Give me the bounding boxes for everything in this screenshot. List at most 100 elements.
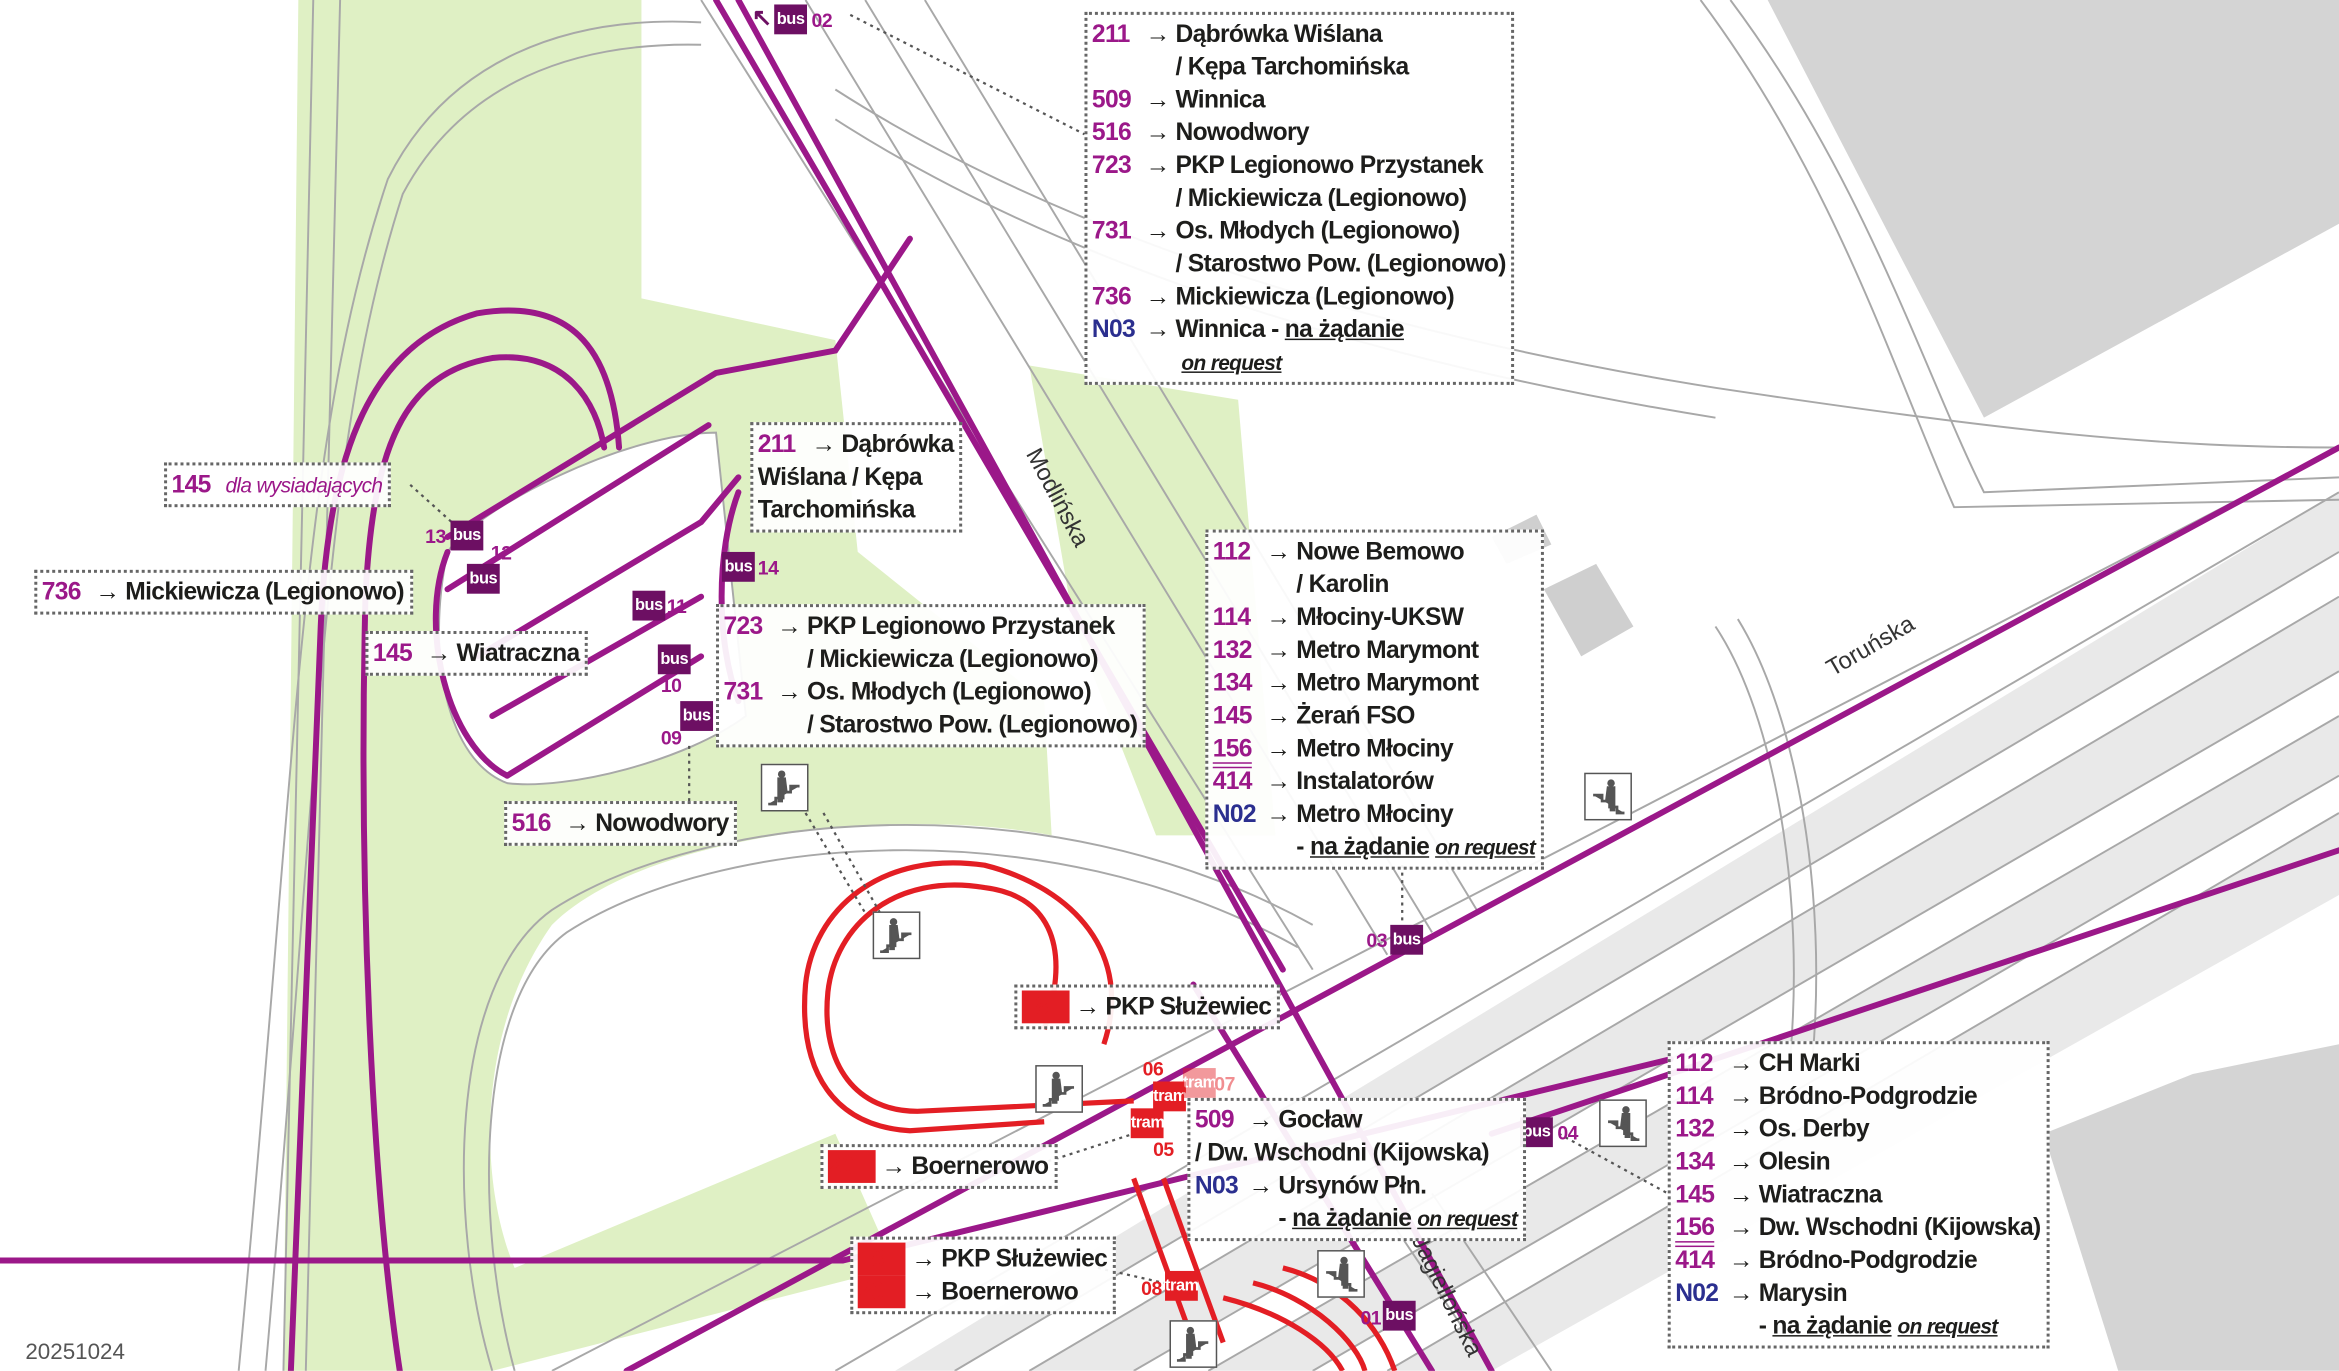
departures-box-stop-11: 145→Wiatraczna: [365, 630, 589, 676]
departure-line: / Dw. Wschodni (Kijowska): [1195, 1137, 1517, 1170]
bus-stop-11[interactable]: bus: [632, 590, 666, 621]
destination-name: Bródno-Podgrodzie: [1758, 1082, 1978, 1110]
building-block: [2043, 1044, 2339, 1371]
destination-name: Os. Młodych (Legionowo): [1175, 217, 1460, 245]
departure-line: 20→Boernerowo: [857, 1275, 1107, 1309]
destination-name: Dąbrówka Wiślana: [1175, 20, 1382, 48]
bus-stop-10[interactable]: bus: [657, 644, 691, 675]
destination-name: / Starostwo Pow. (Legionowo): [807, 711, 1138, 739]
on-request-note-en: on request: [1435, 835, 1536, 860]
bus-stop-13[interactable]: bus: [450, 520, 484, 551]
route-number: 509: [1091, 86, 1132, 114]
stop-number-10: 10: [660, 674, 682, 697]
arrow-icon: →: [911, 1278, 936, 1306]
arrow-icon: →: [777, 678, 802, 706]
route-number: 414: [1675, 1247, 1715, 1274]
destination-name: Nowodwory: [1175, 119, 1309, 147]
on-request-note-en: on request: [1417, 1206, 1518, 1231]
departure-line: Tarchomińska: [758, 494, 954, 527]
departure-line: N03→Winnica - na żądanie: [1092, 313, 1506, 346]
route-number: 134: [1212, 669, 1253, 697]
route-number: 145: [1212, 702, 1253, 730]
arrow-icon: →: [1728, 1082, 1754, 1110]
tram-stop-07[interactable]: tram: [1182, 1068, 1217, 1098]
destination-name: Ursynów Płn.: [1278, 1172, 1427, 1200]
arrow-icon: →: [777, 613, 802, 640]
arrow-icon: →: [1145, 283, 1171, 311]
stop-number-06: 06: [1142, 1057, 1164, 1080]
tram-stop-08[interactable]: tram: [1165, 1270, 1199, 1301]
arrow-icon: →: [881, 1153, 907, 1180]
bus-route-line: [623, 444, 2339, 1371]
departure-line: 723→PKP Legionowo Przystanek: [723, 610, 1137, 643]
departure-line: N02→Metro Młociny: [1213, 798, 1535, 831]
destination-name: Wiatraczna: [456, 639, 580, 667]
arrow-icon: →: [1248, 1106, 1274, 1134]
departure-line: Wiślana / Kępa: [758, 461, 954, 494]
destination-name: PKP Służewiec: [1105, 993, 1272, 1021]
tram-stop-05[interactable]: tram: [1130, 1108, 1165, 1139]
route-number: 112: [1675, 1050, 1713, 1078]
departure-line: 18→PKP Służewiec: [1021, 990, 1272, 1024]
route-number: 509: [1194, 1106, 1235, 1134]
tram-route-line: [802, 860, 1115, 1134]
stairs-icon: [1599, 1099, 1647, 1148]
departure-line: 156→Metro Młociny: [1213, 732, 1535, 765]
destination-name: Dąbrówka: [841, 431, 954, 458]
route-number: 211: [757, 431, 796, 458]
tram-route-line: [1252, 1280, 1368, 1371]
bus-stop-14[interactable]: bus: [721, 551, 755, 582]
on-request-note-en: on request: [1181, 350, 1282, 375]
departure-line: 114 →Bródno-Podgrodzie: [1675, 1080, 2040, 1113]
departure-line: 731→Os. Młodych (Legionowo): [723, 676, 1137, 709]
stop-number-11: 11: [666, 595, 687, 618]
departure-line: / Karolin: [1213, 568, 1535, 601]
departure-line: 132→Metro Marymont: [1213, 634, 1535, 667]
arrow-icon: →: [1728, 1181, 1754, 1209]
destination-name: Żerań FSO: [1296, 702, 1415, 730]
destination-name: Winnica: [1175, 86, 1265, 114]
dash-text: -: [1758, 1312, 1773, 1340]
arrow-icon: →: [1266, 669, 1291, 697]
bus-stop-09[interactable]: bus: [680, 701, 714, 731]
bus-stop-01[interactable]: bus: [1382, 1300, 1416, 1331]
arrow-icon: →: [426, 639, 452, 667]
bus-route-line: [489, 593, 705, 720]
route-number: 114: [1675, 1082, 1713, 1110]
stairs-icon: [1035, 1065, 1083, 1113]
arrow-icon: →: [1266, 702, 1291, 730]
bus-route-line: [504, 653, 705, 779]
departure-line: 509→Winnica: [1092, 84, 1506, 117]
route-number: 723: [1091, 152, 1132, 180]
departure-line: 509→Gocław: [1195, 1104, 1517, 1137]
stairs-icon: [1169, 1320, 1218, 1368]
departures-box-stop-13: 145 dla wysiadających: [164, 462, 392, 508]
destination-text: / Dw. Wschodni (Kijowska): [1194, 1139, 1490, 1167]
stop-number-09: 09: [660, 726, 682, 749]
tram-stop-06[interactable]: tram: [1153, 1081, 1187, 1112]
arrow-icon: →: [1266, 538, 1291, 566]
bus-stop-12[interactable]: bus: [466, 563, 500, 594]
route-number: 18: [1021, 990, 1070, 1024]
destination-name: / Starostwo Pow. (Legionowo): [1175, 250, 1506, 278]
route-number: 211: [1091, 20, 1130, 48]
departures-box-stop-05: 20→Boernerowo: [820, 1144, 1058, 1189]
stop-number-01: 01: [1360, 1306, 1382, 1330]
bus-stop-02[interactable]: bus: [774, 4, 808, 35]
stop-number-12: 12: [490, 541, 512, 564]
destination-name: Os. Derby: [1758, 1115, 1870, 1143]
bus-stop-03[interactable]: bus: [1390, 924, 1424, 955]
destination-name: Bródno-Podgrodzie: [1758, 1247, 1978, 1274]
route-number: 18: [857, 1242, 906, 1276]
route-number: 112: [1212, 538, 1251, 566]
departure-line: 145 dla wysiadających: [172, 468, 383, 501]
arrow-icon: →: [1266, 735, 1291, 763]
departure-line: 211→Dąbrówka: [758, 428, 954, 461]
destination-name: Marysin: [1758, 1279, 1848, 1307]
stairs-icon: [1317, 1250, 1365, 1298]
